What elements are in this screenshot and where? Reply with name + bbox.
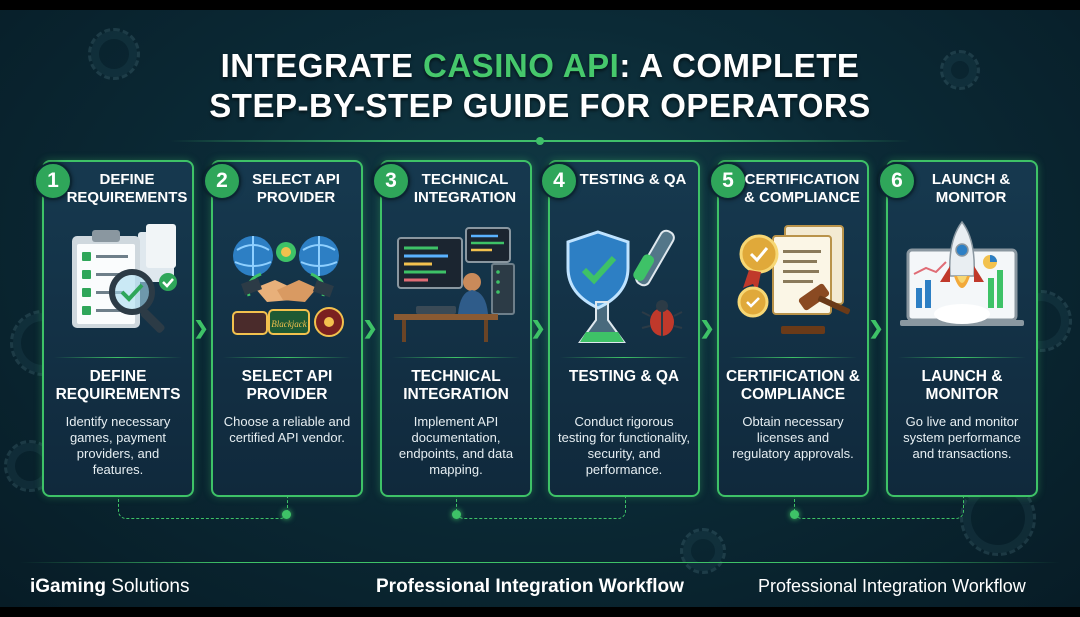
chevron-right-icon: ❯: [362, 318, 378, 338]
card-divider: [223, 357, 351, 358]
chevron-right-icon: ❯: [193, 318, 209, 338]
step-description: Go live and monitor system performance a…: [903, 414, 1021, 461]
step-description: Conduct rigorous testing for functionali…: [558, 414, 690, 477]
step-header-title: CERTIFICATION & COMPLIANCE: [744, 171, 860, 206]
footer-right-label: Professional Integration Workflow: [758, 576, 1026, 596]
background-chip: [680, 528, 726, 574]
developer-workstation-icon: [388, 218, 524, 348]
step-card-3: 3 TECHNICAL INTEGRATION TECHNICAL INTEGR…: [372, 160, 532, 497]
step-card-1: 1 DEFINE REQUIREMENTS DEFINE REQUIREMENT…: [34, 160, 194, 497]
title-highlight: CASINO API: [423, 47, 620, 84]
chevron-right-icon: ❯: [868, 318, 884, 338]
feedback-loop-connector: [456, 496, 626, 519]
feedback-loop-connector: [794, 496, 964, 519]
step-body-title: DEFINE REQUIREMENTS: [55, 368, 181, 403]
page-title-line-2: STEP-BY-STEP GUIDE FOR OPERATORS: [209, 87, 871, 124]
step-body-title: LAUNCH & MONITOR: [921, 368, 1003, 403]
step-card-6: 6 LAUNCH & MONITOR LAUNCH & MONITOR Go l…: [878, 160, 1038, 497]
step-body-title: TECHNICAL INTEGRATION: [403, 368, 509, 403]
loop-node: [452, 510, 461, 519]
step-card-5: 5 CERTIFICATION & COMPLIANCE CERTIFICATI…: [709, 160, 869, 497]
background-chip: [88, 28, 140, 80]
step-header-title: TESTING & QA: [579, 171, 687, 188]
step-number-badge: 5: [709, 162, 747, 200]
footer-divider: [20, 562, 1060, 563]
shield-test-bug-icon: [556, 218, 692, 348]
card-divider: [729, 357, 857, 358]
step-card-4: 4 TESTING & QA TESTING & QA Conduct rigo…: [540, 160, 700, 497]
title-divider: [170, 137, 910, 145]
step-body-title: SELECT API PROVIDER: [241, 368, 333, 403]
clipboard-magnifier-icon: [50, 218, 186, 348]
chevron-right-icon: ❯: [530, 318, 546, 338]
step-header-title: DEFINE REQUIREMENTS: [66, 171, 188, 206]
card-divider: [898, 357, 1026, 358]
infographic-canvas: INTEGRATE CASINO API: A COMPLETE STEP-BY…: [0, 10, 1080, 607]
rocket-dashboard-icon: [894, 218, 1030, 348]
certificate-gavel-icon: [725, 218, 861, 348]
feedback-loop-connector: [118, 496, 288, 519]
chevron-right-icon: ❯: [699, 318, 715, 338]
handshake-globes-icon: Blackjack: [219, 218, 355, 348]
step-number-badge: 2: [203, 162, 241, 200]
step-description: Choose a reliable and certified API vend…: [223, 414, 351, 445]
loop-node: [790, 510, 799, 519]
step-header-title: SELECT API PROVIDER: [252, 171, 340, 206]
footer-center-label: Professional Integration Workflow: [376, 576, 684, 597]
step-number-badge: 3: [372, 162, 410, 200]
step-description: Implement API documentation, endpoints, …: [398, 414, 514, 477]
step-header-title: TECHNICAL INTEGRATION: [413, 171, 517, 206]
card-divider: [392, 357, 520, 358]
card-divider: [560, 357, 688, 358]
step-number-badge: 6: [878, 162, 916, 200]
step-card-2: 2 SELECT API PROVIDER Blackjack SELECT A…: [203, 160, 363, 497]
step-number-badge: 4: [540, 162, 578, 200]
step-number-badge: 1: [34, 162, 72, 200]
step-body-title: TESTING & QA: [568, 368, 680, 385]
step-description: Identify necessary games, payment provid…: [65, 414, 171, 477]
step-description: Obtain necessary licenses and regulatory…: [732, 414, 854, 461]
page-title-line-1: INTEGRATE CASINO API: A COMPLETE: [220, 47, 860, 84]
brand-logo: iGaming Solutions: [30, 576, 190, 597]
step-header-title: LAUNCH & MONITOR: [931, 171, 1011, 206]
background-chip: [940, 50, 980, 90]
card-divider: [54, 357, 182, 358]
loop-node: [282, 510, 291, 519]
blackjack-chip-text: Blackjack: [271, 319, 307, 329]
step-body-title: CERTIFICATION & COMPLIANCE: [725, 368, 861, 403]
